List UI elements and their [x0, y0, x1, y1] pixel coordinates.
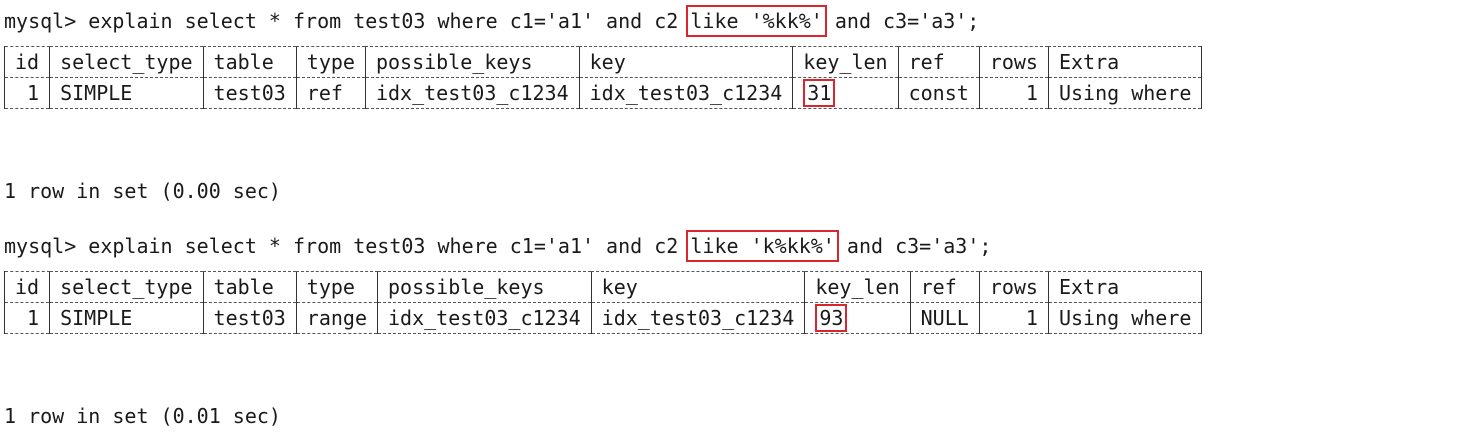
- cell-key: idx_test03_c1234: [590, 303, 806, 334]
- col-header: Extra: [1047, 272, 1203, 303]
- col-header: table: [202, 272, 297, 303]
- highlighted-key-len: 93: [815, 304, 848, 332]
- highlighted-key-len: 31: [803, 79, 836, 107]
- command-text-tail: and c3='a3';: [834, 9, 980, 33]
- table-row: 1 SIMPLE test03 ref idx_test03_c1234 idx…: [3, 78, 1203, 109]
- cell-key-len: 93: [804, 303, 911, 334]
- cell-possible-keys: idx_test03_c1234: [364, 78, 580, 109]
- cell-possible-keys: idx_test03_c1234: [377, 303, 592, 334]
- cell-table: test03: [202, 303, 297, 334]
- table-header-row: id select_type table type possible_keys …: [3, 272, 1203, 303]
- highlighted-like-clause: like '%kk%': [686, 5, 827, 37]
- col-header: key: [590, 272, 806, 303]
- col-header: table: [202, 47, 297, 78]
- table-row: 1 SIMPLE test03 range idx_test03_c1234 i…: [3, 303, 1203, 334]
- prompt: mysql>: [4, 234, 77, 258]
- cell-select-type: SIMPLE: [49, 78, 204, 109]
- cell-rows: 1: [978, 78, 1049, 109]
- col-header: ref: [909, 272, 980, 303]
- command-line-2: mysql> explain select * from test03 wher…: [4, 230, 992, 262]
- cell-rows: 1: [978, 303, 1049, 334]
- cell-extra: Using where: [1047, 78, 1203, 109]
- col-header: key_len: [792, 47, 899, 78]
- highlighted-like-clause: like 'k%kk%': [686, 230, 839, 262]
- cell-select-type: SIMPLE: [49, 303, 204, 334]
- col-header: possible_keys: [364, 47, 580, 78]
- cell-id: 1: [3, 78, 51, 109]
- col-header: type: [295, 47, 366, 78]
- col-header: key_len: [804, 272, 911, 303]
- prompt: mysql>: [4, 9, 77, 33]
- cell-type: ref: [295, 78, 366, 109]
- cell-ref: const: [897, 78, 980, 109]
- cell-key-len: 31: [792, 78, 899, 109]
- col-header: ref: [897, 47, 980, 78]
- col-header: rows: [978, 272, 1049, 303]
- command-text-tail: and c3='a3';: [846, 234, 992, 258]
- col-header: id: [3, 47, 51, 78]
- col-header: Extra: [1047, 47, 1203, 78]
- result-table-1: id select_type table type possible_keys …: [3, 46, 1203, 109]
- cell-ref: NULL: [909, 303, 980, 334]
- col-header: key: [578, 47, 794, 78]
- result-table-2: id select_type table type possible_keys …: [3, 271, 1203, 334]
- command-text: explain select * from test03 where c1='a…: [88, 234, 679, 258]
- col-header: possible_keys: [377, 272, 592, 303]
- result-footer-2: 1 row in set (0.01 sec): [4, 404, 281, 428]
- command-line-1: mysql> explain select * from test03 wher…: [4, 5, 980, 37]
- col-header: id: [3, 272, 51, 303]
- cell-type: range: [295, 303, 379, 334]
- cell-extra: Using where: [1047, 303, 1203, 334]
- col-header: select_type: [49, 272, 204, 303]
- table-header-row: id select_type table type possible_keys …: [3, 47, 1203, 78]
- cell-id: 1: [3, 303, 51, 334]
- result-footer-1: 1 row in set (0.00 sec): [4, 179, 281, 203]
- cell-table: test03: [202, 78, 297, 109]
- cell-key: idx_test03_c1234: [578, 78, 794, 109]
- col-header: rows: [978, 47, 1049, 78]
- col-header: select_type: [49, 47, 204, 78]
- command-text: explain select * from test03 where c1='a…: [88, 9, 679, 33]
- col-header: type: [295, 272, 379, 303]
